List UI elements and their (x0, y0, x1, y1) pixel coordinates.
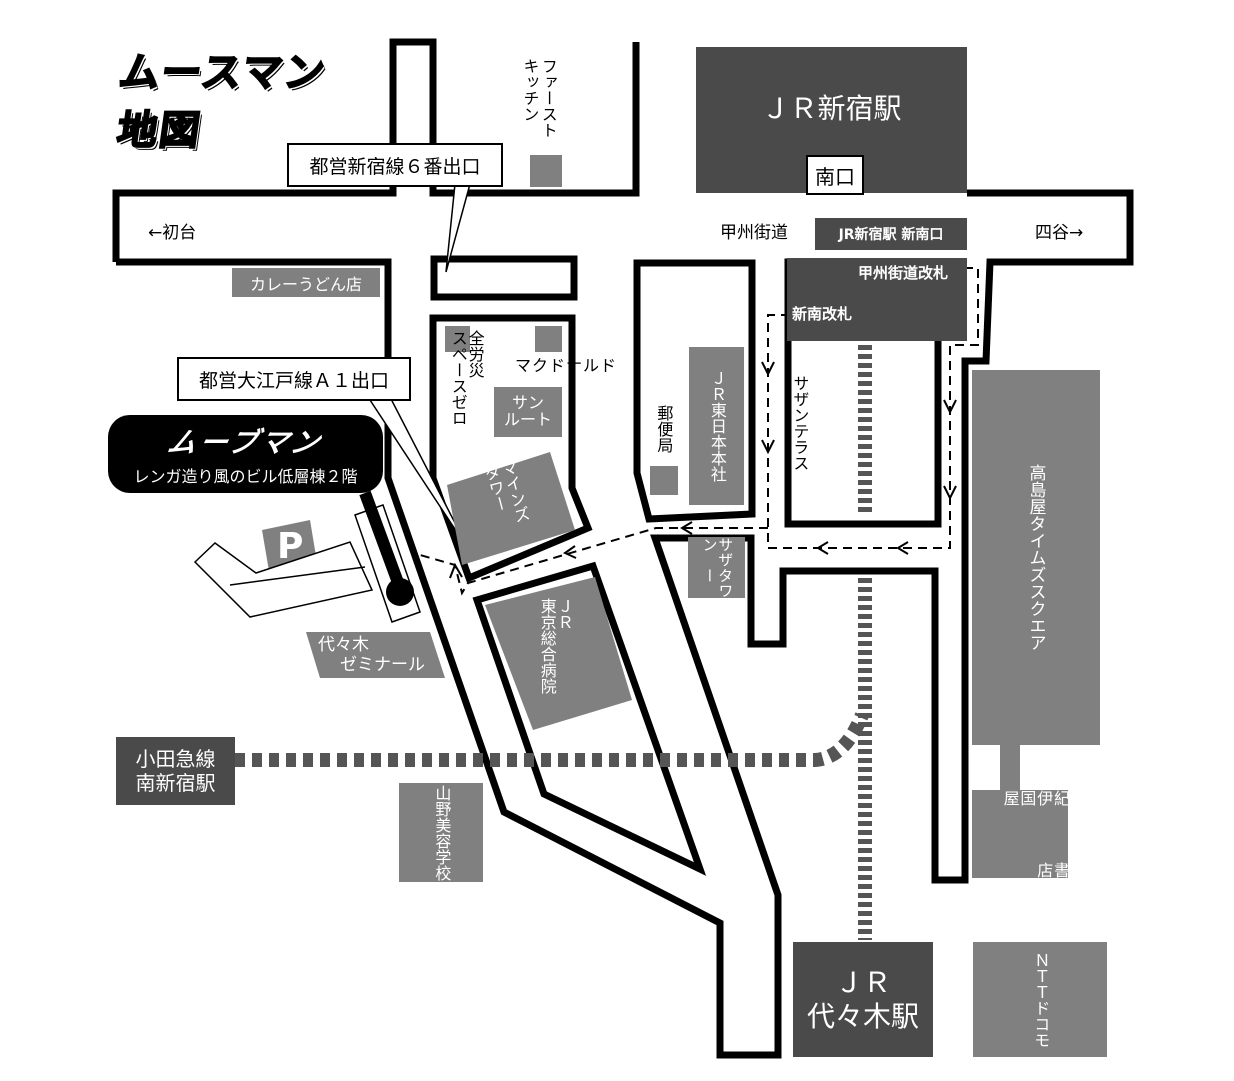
office-location-callout: ムーブマン レンガ造り風のビル低層棟２階 (108, 415, 383, 493)
walking-route (767, 267, 979, 549)
building-edge (229, 566, 366, 586)
shinjuku-line-exit-6: 都営新宿線６番出口 (287, 143, 503, 187)
zenrosai-line1: 全労災 (465, 330, 485, 378)
first-kitchen-marker (530, 155, 562, 187)
block-small-north (430, 255, 578, 301)
new-south-gate-label: 新南改札 (792, 305, 853, 323)
parking-icon: P (277, 526, 304, 567)
post-office-marker (650, 466, 678, 495)
jr-east-hq: ＪＲ 東日本本社 (689, 347, 744, 505)
mainz-tower-shape (447, 452, 575, 565)
odakyu-line2: 南新宿駅 (135, 771, 216, 795)
odakyu-minami-shinjuku-station: 小田急線 南新宿駅 (116, 737, 235, 805)
yoyogi-seminar-line1: 代々木 (318, 635, 369, 655)
curry-udon-shop: カレーうどん店 (232, 268, 380, 297)
ntt-docomo-line1: ＮＴＴ (1031, 951, 1051, 1000)
yamano-line1: 山野 (432, 784, 452, 817)
sunroute-line2: ルート (503, 410, 552, 429)
block-zenrosai (429, 314, 593, 583)
south-exit-label: 南口 (806, 155, 864, 195)
zenrosai-marker (445, 326, 470, 352)
jr-east-hq-line2: 東日本本社 (707, 402, 727, 482)
southern-terrace-label: サザンテラス (790, 375, 810, 471)
yamano-beauty-school: 山野 美容学校 (399, 783, 483, 882)
office-location-text: レンガ造り風のビル低層棟２階 (133, 467, 358, 486)
yoyogi-seminar-shape (306, 632, 445, 678)
kinokuniya-line2: 書店 (1034, 862, 1070, 878)
southern-tower-line2: タワー (700, 567, 735, 598)
sunroute-line1: サン (511, 393, 544, 413)
block-post-office (633, 259, 756, 523)
zenrosai-label: 全労災 スペースゼロ (448, 330, 485, 426)
yoyogi-seminar: 代々木 ゼミナール (318, 635, 425, 676)
jr-yoyogi-station: ＪＲ 代々木駅 (793, 942, 933, 1057)
sunroute: サン ルート (494, 387, 562, 437)
logo-pointer-line (359, 490, 406, 591)
first-kitchen-label: ファースト キッチン (520, 58, 557, 138)
southern-tower-line1: サザン (700, 537, 735, 567)
mcdonalds-marker (535, 326, 562, 352)
map-title-line1: ムースマン (115, 49, 330, 97)
new-south-exit-label: JR新宿駅 新南口 (815, 218, 967, 250)
odakyu-line1: 小田急線 (135, 747, 216, 771)
block-hospital (472, 561, 707, 876)
connector-bridge (1000, 745, 1020, 791)
road-outline-east (116, 189, 1134, 1059)
first-kitchen-line2: キッチン (520, 58, 540, 122)
route-arrows (449, 361, 957, 579)
jr-tokyo-general-hospital: ＪＲ 東京総合病院 (537, 598, 574, 694)
kinokuniya: 紀伊国屋 書店 (972, 790, 1070, 878)
moveman-logo: ムーブマン (164, 426, 327, 459)
jr-hospital-line2: 東京総合病院 (537, 598, 557, 694)
jr-east-hq-line1: ＪＲ (707, 370, 727, 402)
jr-yoyogi-line2: 代々木駅 (806, 999, 919, 1033)
hatsudai-direction: ←初台 (148, 223, 197, 243)
jr-hospital-shape (485, 577, 632, 730)
koshu-gate-label: 甲州街道改札 (858, 264, 949, 282)
yamano-line2: 美容学校 (432, 816, 452, 881)
takashimaya-times-square: 高島屋タイムズスクエア (972, 370, 1100, 745)
jr-hospital-line1: ＪＲ (554, 598, 574, 630)
koshu-kaido-label: 甲州街道 (720, 223, 788, 243)
map-title-line2: 地図 (113, 107, 205, 155)
road-outline-north (112, 38, 640, 262)
zenrosai-line2: スペースゼロ (448, 330, 468, 426)
new-south-gate-area (787, 258, 967, 341)
jr-yoyogi-line1: ＪＲ (834, 965, 891, 999)
mcdonalds-label: マクドナルド (515, 356, 618, 375)
yotsuya-direction: 四谷→ (1035, 223, 1084, 243)
post-office-label: 郵便局 (654, 405, 674, 453)
ntt-docomo-line2: ドコモ (1031, 999, 1051, 1048)
walking-route-west (419, 527, 768, 596)
first-kitchen-line1: ファースト (538, 58, 558, 138)
kinokuniya-line1: 紀伊国屋 (1000, 790, 1070, 806)
yoyogi-seminar-line2: ゼミナール (340, 655, 425, 676)
callout-pointer-shinjuku (445, 183, 471, 273)
building-l-shaped (193, 541, 374, 618)
oedo-line-exit-a1: 都営大江戸線Ａ１出口 (177, 357, 411, 401)
location-marker-icon (386, 578, 414, 606)
ntt-docomo: ＮＴＴ ドコモ (973, 942, 1107, 1057)
southern-tower: サザン タワー (688, 537, 745, 598)
